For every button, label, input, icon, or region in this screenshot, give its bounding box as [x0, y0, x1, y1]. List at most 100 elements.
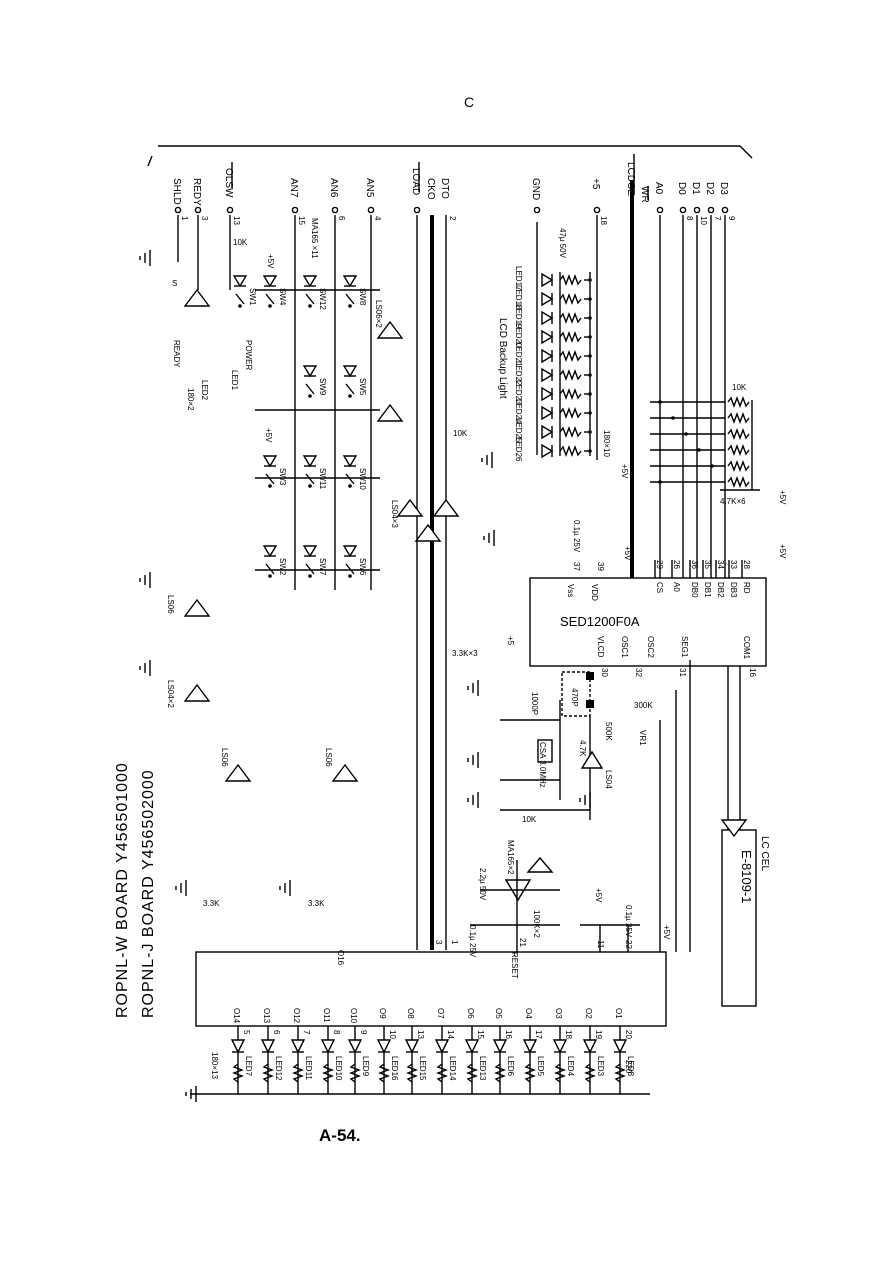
output-pin: 10 [388, 1030, 397, 1039]
label-r100kx2: 100K×2 [532, 910, 541, 938]
switch-label: SW12 [318, 288, 327, 310]
ic-bottom-reset: 21 [518, 938, 527, 947]
signal-label: OLSW [223, 168, 234, 198]
output-label: O3 [554, 1008, 563, 1019]
bottom-led-label: LED10 [334, 1056, 343, 1081]
ic-bottom-vss: 11 [596, 940, 605, 949]
ic-pin-top-name: CS [655, 582, 664, 593]
ic-pin-right-name: SEG1 [680, 636, 689, 658]
signal-label: AN5 [364, 178, 375, 198]
label-cr: CSA 3.0MHz [538, 742, 547, 788]
border [147, 145, 753, 167]
switch-label: SW6 [358, 558, 367, 576]
backlight-led-label: LED23 [514, 380, 523, 405]
output-pin: 15 [476, 1030, 485, 1039]
pin-number: 9 [727, 216, 736, 221]
bottom-led-label: LED8 [626, 1056, 635, 1077]
ic-pin-top: 35 [703, 560, 712, 569]
pin-number: 1 [180, 216, 189, 221]
bottom-led-label: LED5 [536, 1056, 545, 1077]
label-10k-b: 10K [453, 429, 468, 438]
label-lc-cell: LC CEL [759, 836, 770, 871]
pin-number: 2 [448, 216, 457, 221]
ic-pin-left-name: VDD [590, 584, 599, 601]
signal-label: D1 [690, 182, 701, 195]
label-5v-d: +5V [623, 546, 632, 561]
signal-label: GND [530, 178, 541, 200]
label-5v-b: +5V [266, 254, 275, 269]
output-pin: 6 [272, 1030, 281, 1035]
switch-label: SW10 [358, 468, 367, 490]
page-number: A-54. [319, 1126, 361, 1145]
ic-pin-top-name: RD [742, 582, 751, 594]
pin-number: 18 [599, 216, 608, 225]
ic-pin-right: 16 [748, 668, 757, 677]
signal-label: D2 [704, 182, 715, 195]
pin-number: 10 [699, 216, 708, 225]
switch-label: SW11 [318, 468, 327, 490]
signal-label: LCDCE [625, 162, 636, 196]
pin-number: 4 [373, 216, 382, 221]
text-labels: LCD Backup Light 180×10 47µ 50V MA165 ×1… [166, 218, 787, 1079]
bottom-led-label: LED9 [361, 1056, 370, 1077]
label-ls04x2: LS04×2 [166, 680, 175, 708]
pin-number: 7 [713, 216, 722, 221]
ic-pin-right-name: COM1 [742, 636, 751, 660]
label-5v-f: +5V [778, 544, 787, 559]
pin-number: 3 [200, 216, 209, 221]
output-pin: 14 [446, 1030, 455, 1039]
label-ma165-11: MA165 ×11 [310, 218, 319, 259]
label-backlight: LCD Backup Light [497, 318, 508, 399]
pin-number: 15 [297, 216, 306, 225]
label-e8109: E-8109-1 [739, 850, 754, 903]
backlight-led-label: LED18 [514, 285, 523, 310]
label-cap01-c: 0.1µ 25V [468, 925, 477, 958]
switch-label: SW9 [318, 378, 327, 396]
label-r33k-b: 3.3K [308, 899, 325, 908]
bottom-led-label: LED13 [478, 1056, 487, 1081]
ic-pin-top: 29 [655, 560, 664, 569]
switch-label: SW3 [278, 468, 287, 486]
label-r180x2: 180×2 [186, 388, 195, 411]
signal-label: AN7 [288, 178, 299, 198]
signal-label: REDY [191, 178, 202, 206]
label-cap47: 47µ 50V [558, 228, 567, 259]
bottom-led-label: LED12 [274, 1056, 283, 1081]
output-label: O10 [349, 1008, 358, 1024]
output-label: O4 [524, 1008, 533, 1019]
output-pin: 16 [504, 1030, 513, 1039]
gates-left [183, 288, 460, 782]
backlight-led-label: LED17 [514, 266, 523, 291]
signal-label: SHLD [171, 178, 182, 205]
ground-symbols [139, 250, 591, 1102]
output-label: O9 [378, 1008, 387, 1019]
ic-pin-right-name: VLCD [596, 636, 605, 658]
label-5v-a: +5V [264, 428, 273, 443]
backlight-led-label: LED25 [514, 418, 523, 443]
output-pin: 9 [359, 1030, 368, 1035]
output-label: O8 [406, 1008, 415, 1019]
label-5v-h: +5V [662, 925, 671, 940]
ic-sed1200: SED1200F0A [529, 577, 767, 667]
switch-label: SW8 [358, 288, 367, 306]
backlight-leds: LED17LED18LED19LED20LED21LED22LED23LED24… [514, 266, 592, 462]
output-label: O7 [436, 1008, 445, 1019]
ic-pin-top: 33 [729, 560, 738, 569]
label-o16: O16 [336, 950, 345, 966]
signal-label: DTO [439, 178, 450, 199]
bottom-led-label: LED4 [566, 1056, 575, 1077]
label-r33k-a: 3.3K [203, 899, 220, 908]
bottom-led-label: LED16 [390, 1056, 399, 1081]
ic-pin-top: 26 [672, 560, 681, 569]
pin-number: 13 [232, 216, 241, 225]
ic-pin-left: 37 [572, 562, 581, 571]
oscillator [500, 671, 604, 820]
backlight-led-label: LED20 [514, 323, 523, 348]
signal-label: +5 [590, 178, 601, 190]
label-r47kx6: 4.7K×6 [720, 497, 746, 506]
ic-bottom-pin: 3 [434, 940, 443, 945]
label-5-a: +5 [506, 636, 515, 646]
reset-network [470, 660, 691, 952]
bottom-led-label: LED15 [418, 1056, 427, 1081]
